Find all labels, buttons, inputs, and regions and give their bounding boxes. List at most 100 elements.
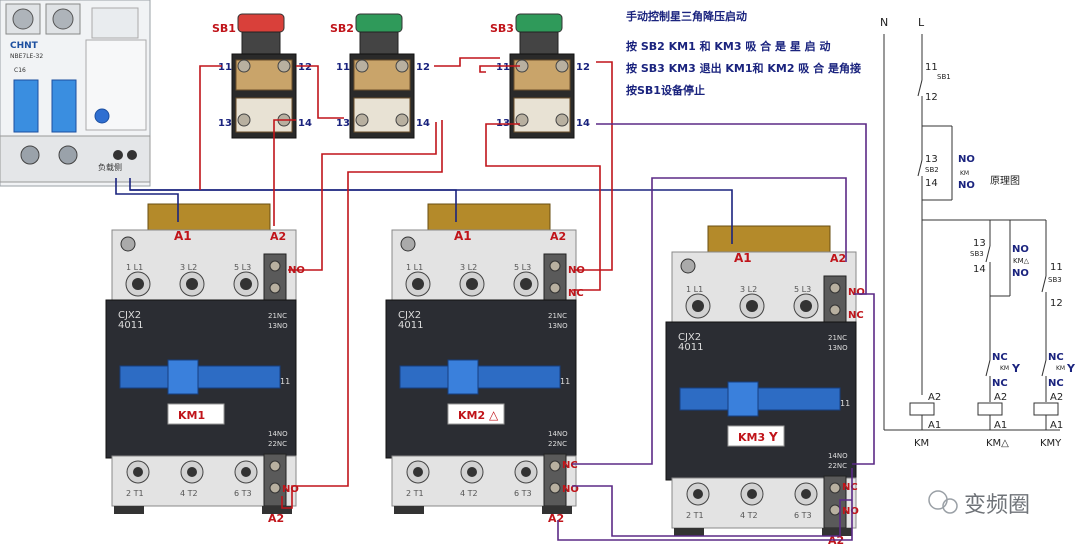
aux-nc-bot-label: NC [562, 460, 578, 471]
contactor-tag: KM1 [178, 409, 205, 422]
terminal-label: 4 T2 [460, 489, 478, 498]
sch-nc1-km: KM [1000, 365, 1009, 372]
terminal-label: 6 T3 [234, 489, 252, 498]
sch-sb2-no: NO [958, 154, 975, 165]
button-cap [355, 13, 403, 33]
terminal-label: 6 T3 [514, 489, 532, 498]
aux-13-label: 13NO [828, 344, 848, 352]
aux-21-label: 21NC [268, 312, 287, 320]
coil-a2-bot-label: A2 [548, 512, 564, 525]
aux-21-label: 21NC [548, 312, 567, 320]
chat-icon [928, 490, 948, 510]
coil-a2-label: A2 [270, 230, 286, 243]
sch-sb3a-top: 13 [973, 238, 986, 249]
contactor-model-2: 4011 [118, 320, 143, 331]
sch-sb3a-no: NO [1012, 244, 1029, 255]
sch-sb1-bot: 12 [925, 92, 938, 103]
breaker-toggle-2[interactable] [51, 79, 77, 133]
aux-no-bot-label: NO [282, 484, 299, 495]
instruction-2: 按 SB3 KM3 退出 KM1和 KM2 吸 合 是角接 [626, 61, 861, 75]
coil1-a1: A1 [928, 420, 941, 431]
wire-5 [296, 65, 344, 119]
sch-sb1-name: SB1 [937, 73, 951, 81]
contactor-model-2: 4011 [678, 342, 703, 353]
breaker-brand: CHNT [10, 41, 39, 51]
breaker-toggle-1[interactable] [13, 79, 39, 133]
terminal-label: 4 T2 [740, 511, 758, 520]
sch-sb2-top: 13 [925, 154, 938, 165]
terminal-label: 13 [218, 118, 232, 129]
test-button[interactable] [94, 108, 110, 124]
terminal-screw [555, 59, 569, 73]
coil2-a2: A2 [994, 392, 1007, 403]
contactor-model-2: 4011 [398, 320, 423, 331]
wire-10 [479, 65, 520, 73]
wire-14 [572, 177, 847, 465]
terminal-label: 2 T1 [126, 489, 144, 498]
watermark-text: 变频圈 [964, 493, 1030, 518]
terminal-screw [515, 113, 529, 127]
wire-8 [288, 122, 437, 271]
armature-indicator [399, 365, 561, 389]
aux-11-label: 11 [280, 377, 290, 386]
sch-sb3a-bot: 14 [973, 264, 986, 275]
contactor-model: CJX2 [398, 310, 421, 321]
terminal-screw [395, 113, 409, 127]
sch-nc1-sym: Y [1011, 362, 1021, 375]
terminal-label: 2 T1 [406, 489, 424, 498]
sch-sb3a-km: KM△ [1013, 257, 1030, 265]
breaker-model: NBE7LE-32 [10, 53, 43, 60]
terminal-label: 11 [336, 62, 350, 73]
aux-nc-label: NC [848, 310, 864, 321]
button-name: SB2 [330, 22, 354, 35]
contactor-tag: KM2 [458, 409, 485, 422]
coil3-a1: A1 [1050, 420, 1063, 431]
wires [115, 57, 875, 541]
sch-nc2: NC [1048, 352, 1064, 363]
wire-1 [115, 178, 179, 222]
wire-9 [281, 120, 443, 509]
breaker-rating: C16 [14, 67, 26, 74]
circuit-breaker: CHNT NBE7LE-32 C16 负载侧 [0, 0, 151, 187]
terminal-label: 3 L2 [460, 263, 477, 272]
sch-nc2-km: KM [1056, 365, 1065, 372]
aux-22-label: 22NC [828, 462, 847, 470]
terminal-label: 14 [576, 118, 590, 129]
armature-indicator [119, 365, 281, 389]
watermark: 变频圈 [928, 490, 1030, 518]
wire-12 [485, 123, 601, 291]
terminal-screw [237, 59, 251, 73]
aux-11-label: 11 [840, 399, 850, 408]
wire-11 [574, 61, 613, 271]
sch-sb2-bot: 14 [925, 178, 938, 189]
terminal-label: 4 T2 [180, 489, 198, 498]
terminal-label: 11 [218, 62, 232, 73]
terminal-label: 13 [336, 118, 350, 129]
terminal-label: 6 T3 [794, 511, 812, 520]
contactor-model: CJX2 [678, 332, 701, 343]
sch-sb3b-top: 11 [1050, 262, 1063, 273]
coil-a2-label: A2 [550, 230, 566, 243]
sch-title: 原理图 [990, 175, 1020, 187]
terminal-label: 14 [416, 118, 430, 129]
schematic-n: N [880, 16, 888, 29]
aux-no-bot-label: NO [842, 506, 859, 517]
instructions: 手动控制星三角降压启动 按 SB2 KM1 和 KM3 吸 合 是 星 启 动 … [626, 9, 861, 97]
coil3-a2: A2 [1050, 392, 1063, 403]
sch-nc1: NC [992, 352, 1008, 363]
aux-nc-label: NC [568, 288, 584, 299]
terminal-screw [395, 59, 409, 73]
wire-17 [852, 293, 875, 465]
button-cap [515, 13, 563, 33]
coil1-label: KM [914, 438, 929, 449]
contactor-tag-plate [167, 403, 225, 425]
sch-sb1-top: 11 [925, 62, 938, 73]
